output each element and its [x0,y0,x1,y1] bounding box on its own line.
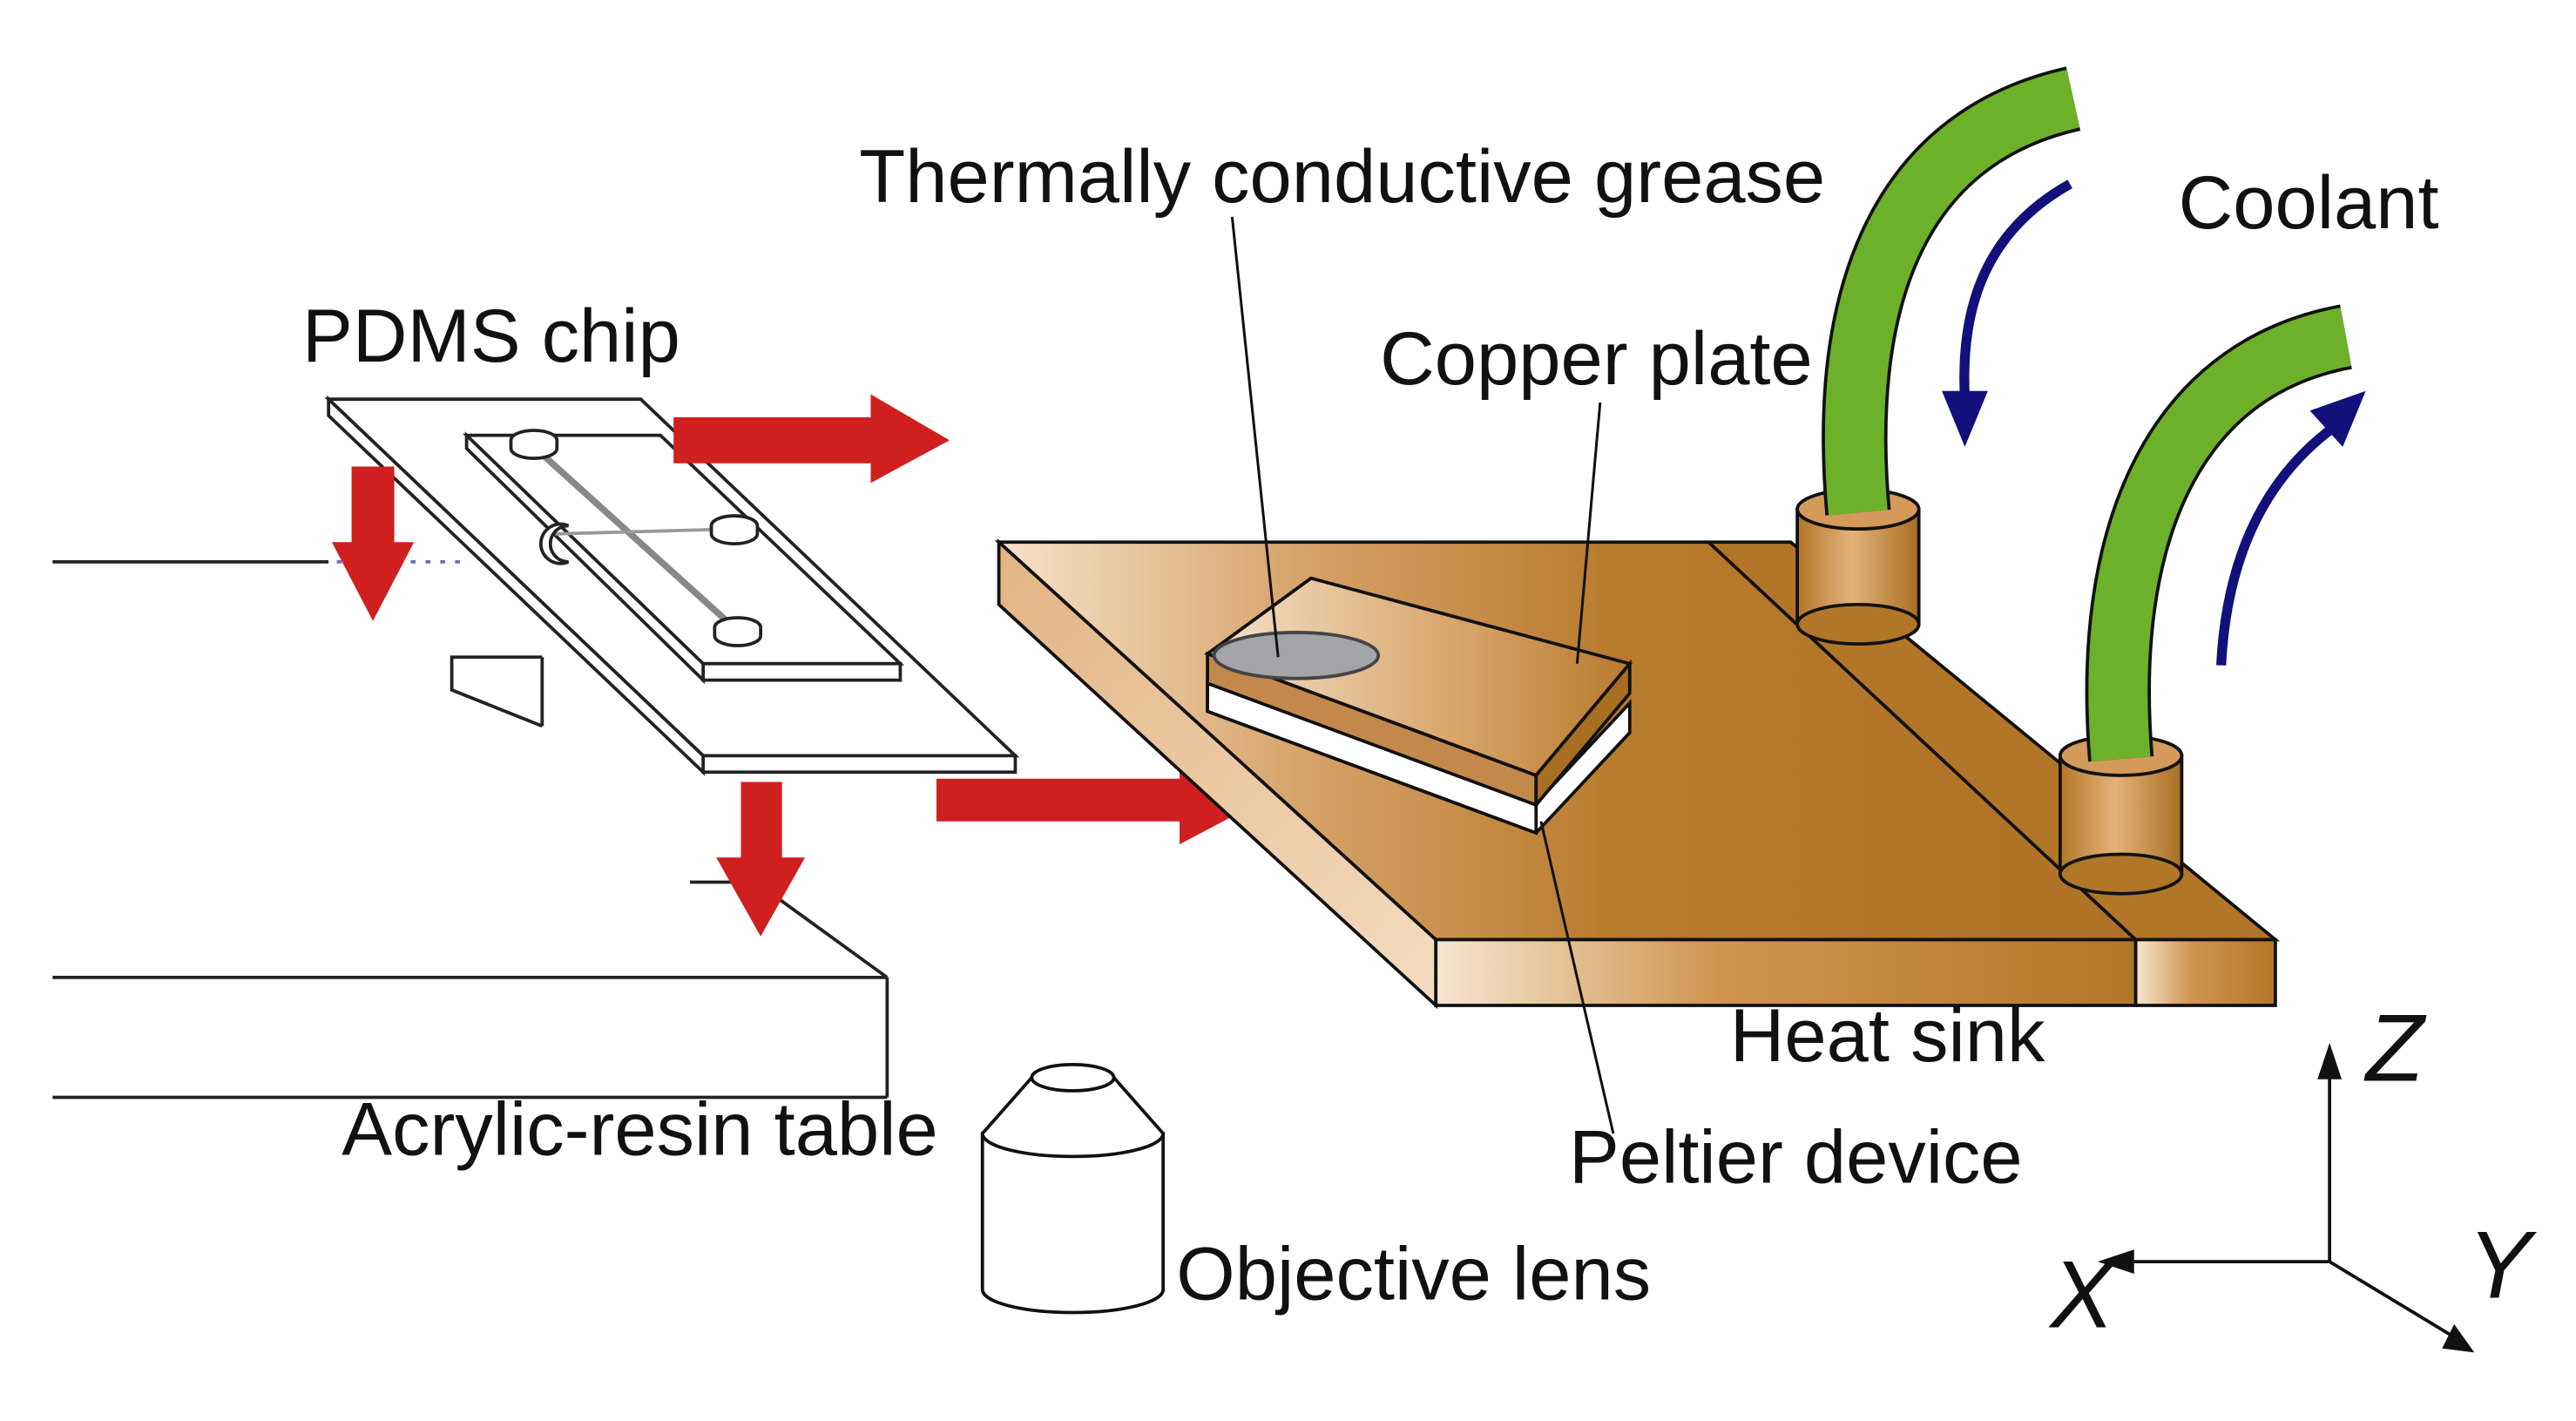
label-thermal-grease: Thermally conductive grease [859,134,1825,219]
label-acrylic-table: Acrylic-resin table [341,1087,937,1172]
axis-label-y: Y [2468,1213,2538,1319]
heat-arrow-down-middle [716,782,806,937]
coolant-arrow-out [2216,426,2333,666]
coordinate-axes [2097,1043,2475,1353]
heat-arrow-down-left [331,466,415,621]
leader-lines [1230,216,1615,1134]
pdms-chip [324,395,1020,776]
label-objective-lens: Objective lens [1176,1231,1651,1316]
label-peltier-device: Peltier device [1569,1115,2023,1200]
heat-arrow-right-lower [936,755,1261,845]
objective-lens [980,1062,1166,1315]
thermal-grease-spot [1212,631,1381,680]
acrylic-resin-table [52,559,889,1100]
axis-label-z: Z [2363,996,2427,1102]
label-pdms-chip: PDMS chip [302,294,680,378]
coolant-inlet-fitting [1795,488,1921,646]
label-copper-plate: Copper plate [1380,316,1813,401]
coolant-flow-arrows [1942,179,2366,666]
label-coolant: Coolant [2179,160,2439,245]
label-heat-sink: Heat sink [1730,993,2045,1078]
heat-flow-arrows [331,394,1261,937]
axis-label-x: X [2048,1242,2118,1349]
coolant-outlet-fitting [2058,734,2184,896]
coolant-arrow-in [1959,179,2072,398]
copper-plate [1204,576,1633,810]
heat-arrow-right-upper [673,394,950,484]
